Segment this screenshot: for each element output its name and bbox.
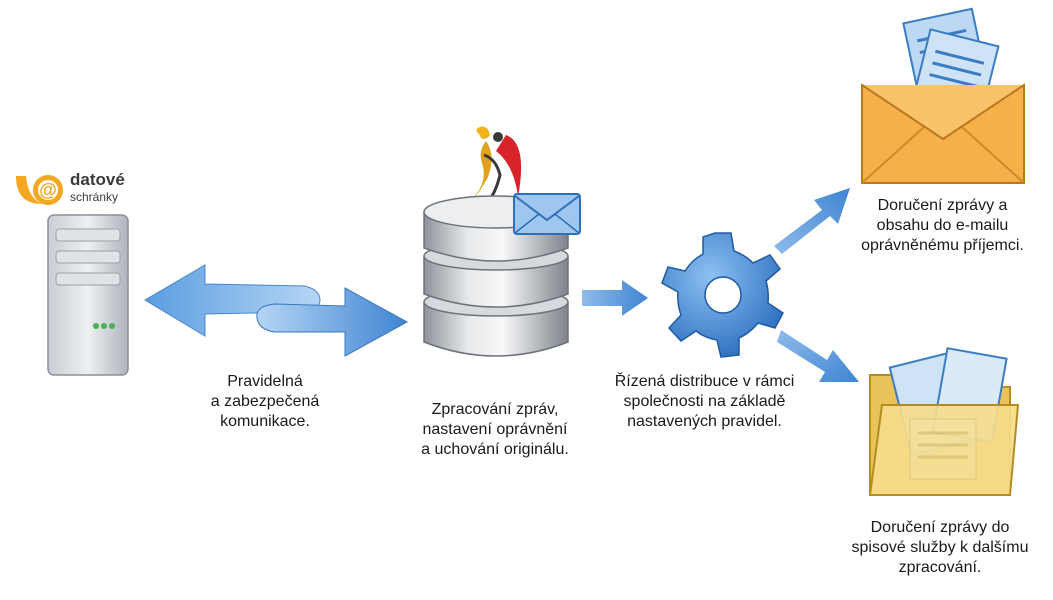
caption-archive-delivery: Doručení zprávy do spisové služby k dalš… xyxy=(851,519,1029,576)
gear-icon xyxy=(661,232,784,358)
folder-icon xyxy=(868,347,1020,496)
exchange-arrows-icon xyxy=(144,264,409,357)
arrow-to-folder-icon xyxy=(777,330,859,382)
server-icon xyxy=(47,214,129,376)
caption-email-delivery: Doručení zprávy a obsahu do e-mailu oprá… xyxy=(861,197,1024,254)
logo-line1: datové xyxy=(70,170,125,189)
arrow-to-gear-icon xyxy=(582,280,648,316)
svg-text:@: @ xyxy=(39,180,57,200)
open-envelope-icon xyxy=(861,7,1025,184)
at-sign-icon: @ xyxy=(16,175,63,205)
mail-icon xyxy=(513,193,581,235)
datove-schranky-logo: @ datové schránky xyxy=(14,170,154,215)
company-logo-figure-icon xyxy=(474,126,522,200)
logo-line2: schránky xyxy=(70,190,119,204)
caption-distribution: Řízená distribuce v rámci společnosti na… xyxy=(614,373,795,430)
caption-processing: Zpracování zpráv, nastavení oprávnění a … xyxy=(421,401,569,458)
arrow-to-envelope-icon xyxy=(774,188,850,254)
caption-communication: Pravidelná a zabezpečená komunikace. xyxy=(210,373,320,430)
